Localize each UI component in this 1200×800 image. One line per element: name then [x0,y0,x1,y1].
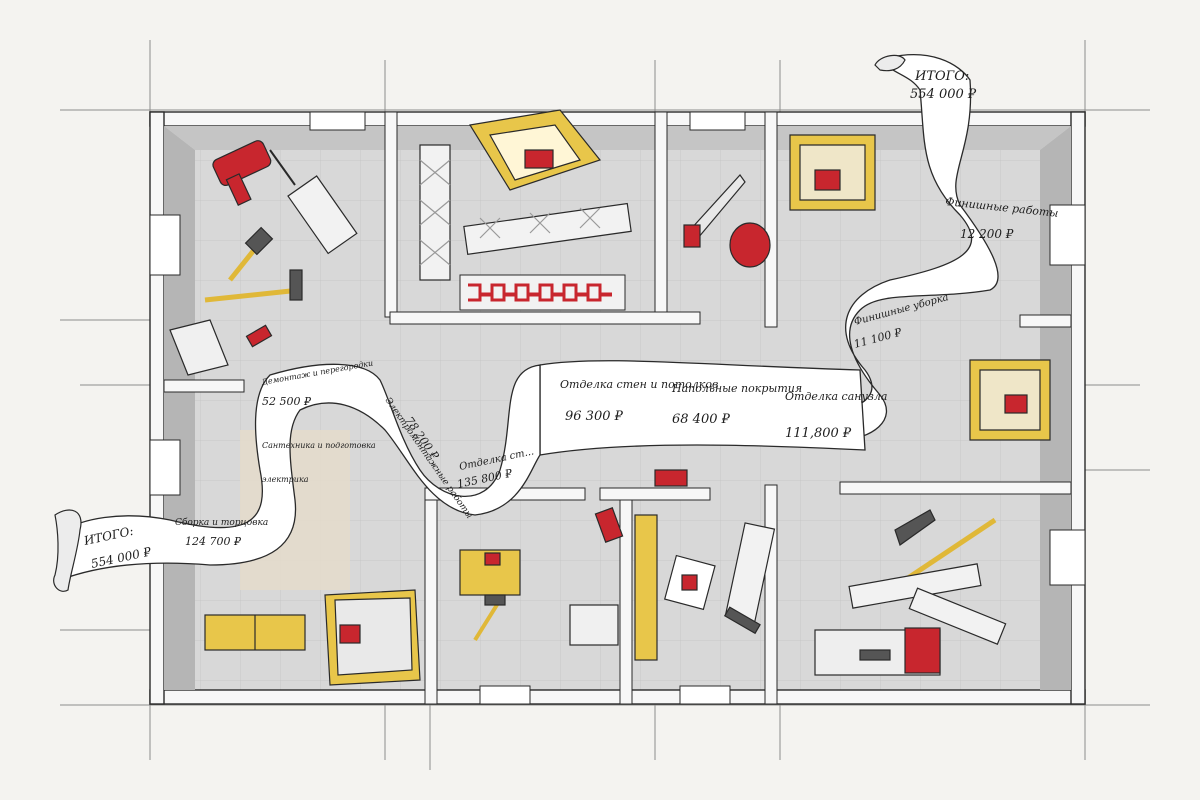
tools-and-materials [169,140,1007,646]
mallet-icon [228,226,274,282]
small-hammer-icon [473,594,506,642]
saw-icon [683,174,746,248]
box-bottom-center [459,549,521,596]
red-box-icon [594,469,688,543]
red-patterned-rug [468,283,612,302]
box-bottom-left [204,589,421,686]
receipt-ribbon [53,54,999,592]
box-top-center [469,109,602,191]
toolbox [814,627,941,676]
cardboard-boxes [204,109,1051,686]
sledgehammer-icon [894,509,997,583]
wall-ceiling-value: 96 300 ₽ [565,409,624,424]
hammer-icon [204,269,303,303]
paint-bucket-icon [729,222,771,268]
trowel-icon [723,606,761,635]
total-top-value: 554 000 ₽ [910,87,977,102]
box-right [969,359,1051,441]
tall-cabinet [634,514,658,661]
plumbing-label: Сантехника и подготовка [262,441,376,450]
bathroom-value: 111,800 ₽ [785,426,852,441]
pliers-icon [245,324,273,348]
red-tag-icon [663,554,716,611]
long-roll-icon [463,202,632,255]
stool-icon [569,604,619,646]
bathroom-label: Отделка санузла [785,390,887,403]
flooring-value: 68 400 ₽ [672,412,731,427]
total-top-label: ИТОГО: [914,69,969,84]
pipe-roll-icon [848,563,1007,645]
finishing-works-value: 12 200 ₽ [960,227,1014,241]
box-top-right [789,134,876,211]
demolition-value: 52 500 ₽ [262,395,312,408]
bucket-left-icon [169,319,229,376]
assembly-value: 124 700 ₽ [185,535,242,548]
drill-icon [212,140,296,206]
paper-roll-left-icon [287,175,358,255]
wall-ceiling-label: Отделка стен и потолков [560,378,718,391]
assembly-label: Сборка и торцовка [175,517,268,528]
flooring-label: Напольные покрытия [671,382,802,395]
wallpaper-roll-icon [419,144,451,281]
plumbing-note: электрика [262,475,309,484]
